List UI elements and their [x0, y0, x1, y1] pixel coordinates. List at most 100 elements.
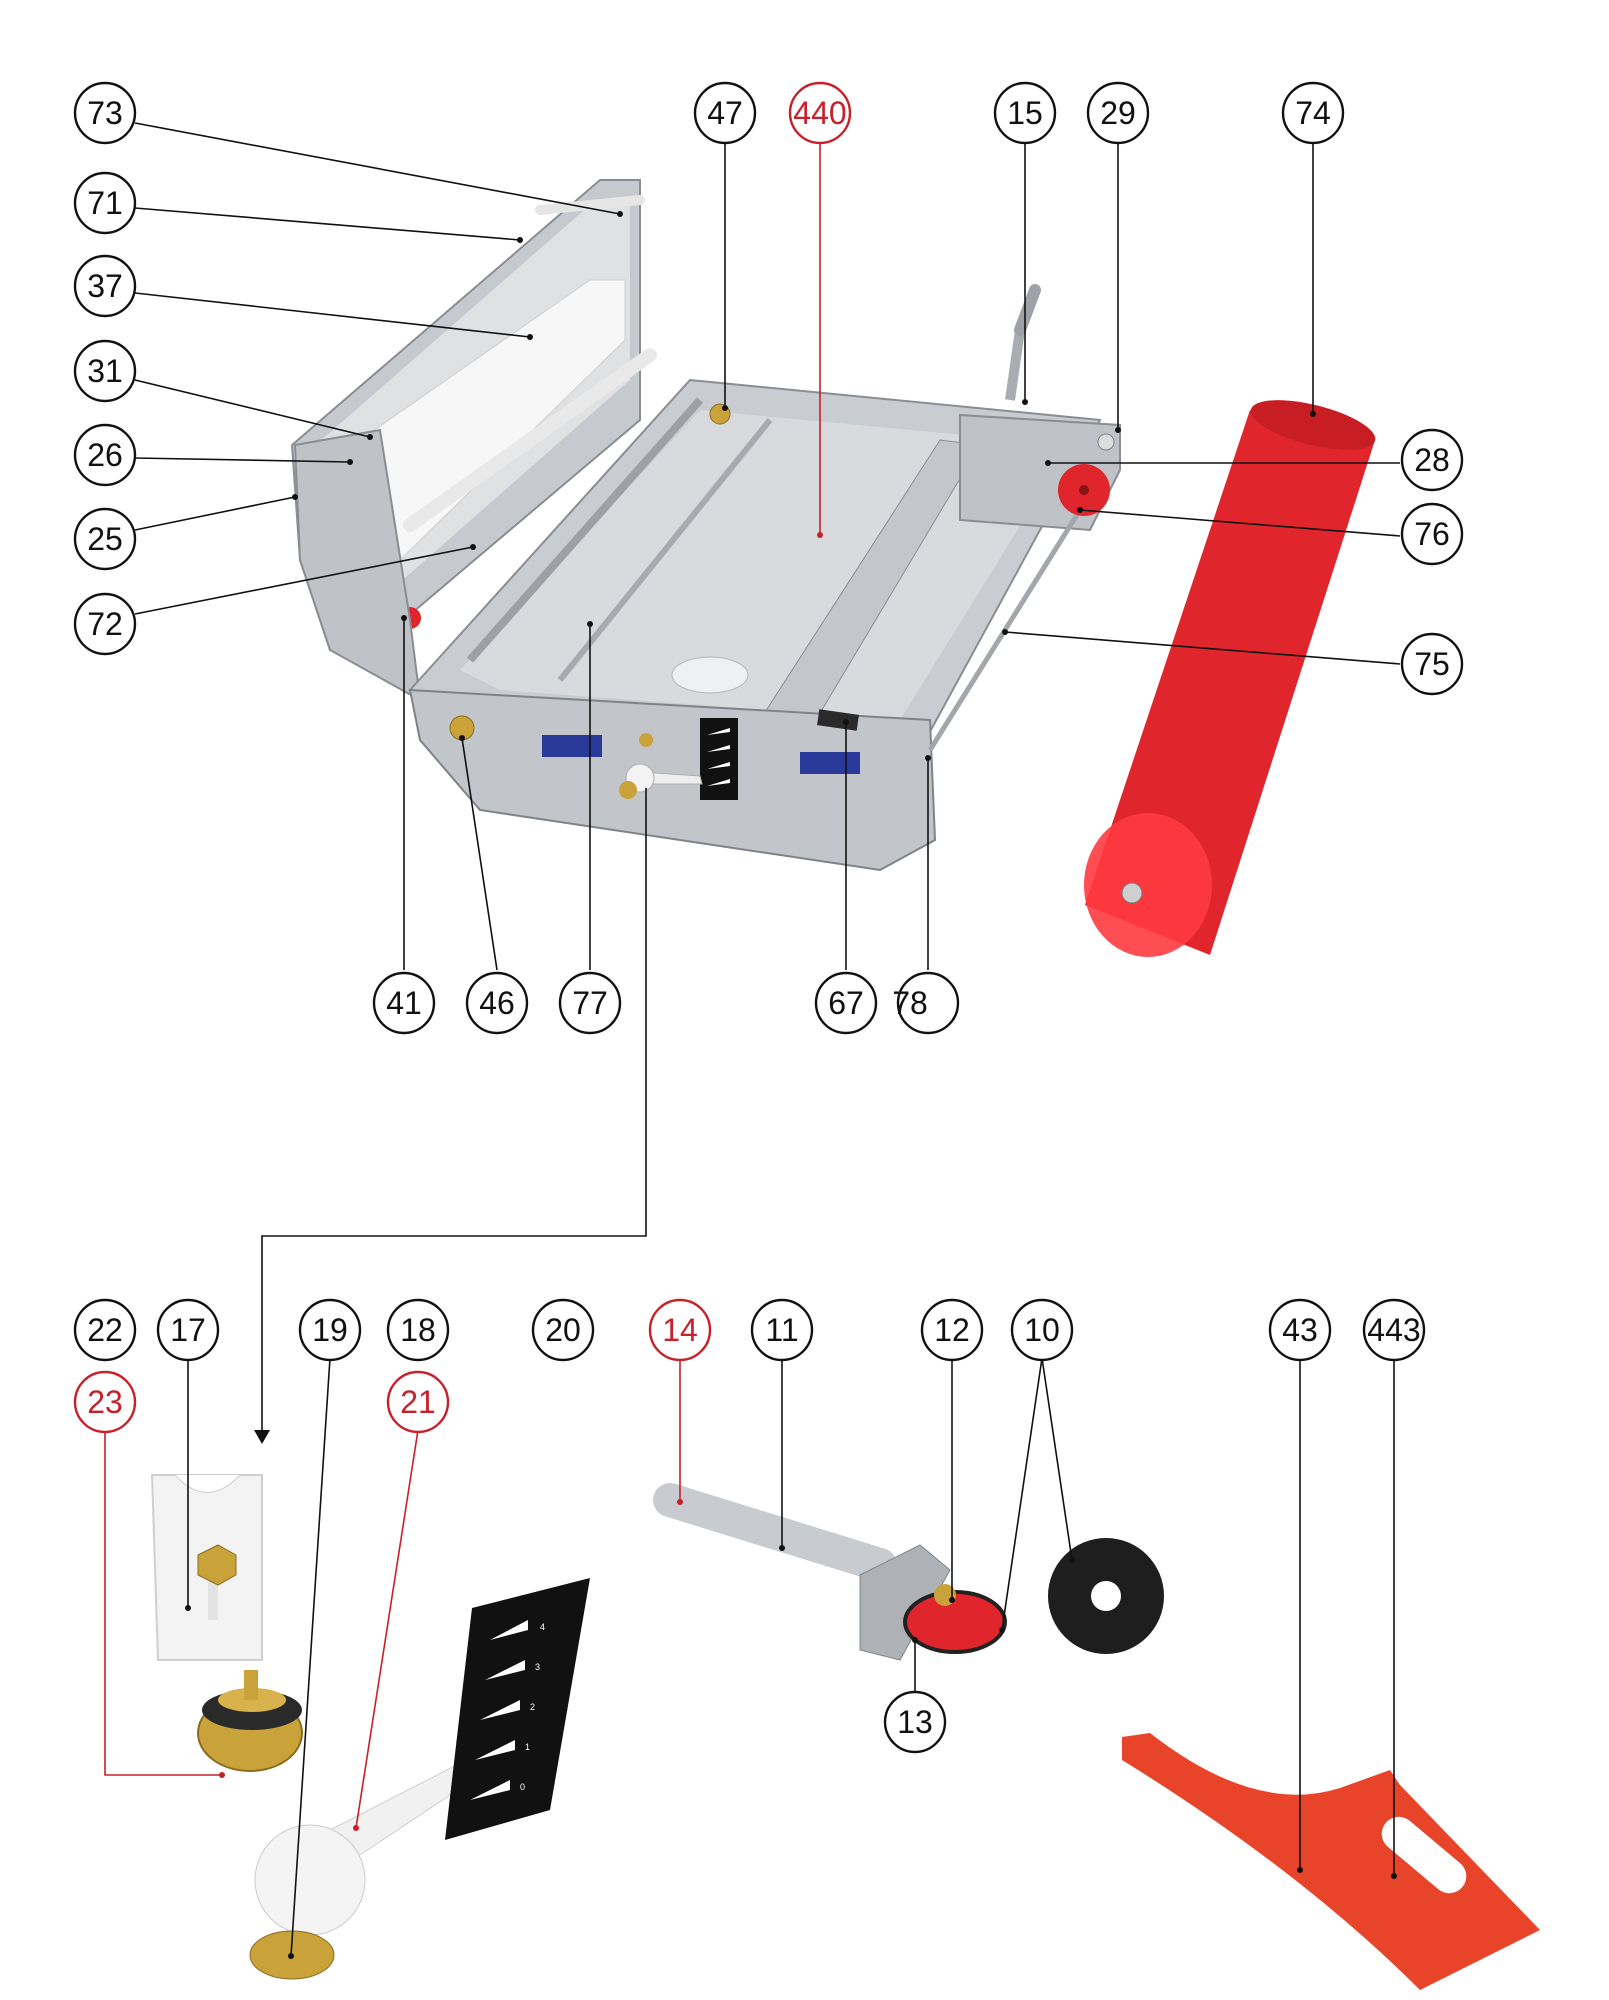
gauge-tick-3	[485, 1660, 525, 1680]
callout-13: 13	[883, 1690, 947, 1754]
leader-19	[290, 1357, 331, 1957]
leader-71	[134, 207, 521, 241]
leader-dot-443	[1391, 1873, 1397, 1879]
callout-443: 443	[1362, 1298, 1426, 1362]
orange-spatula-slot	[1381, 1816, 1467, 1894]
callout-43: 43	[1268, 1298, 1332, 1362]
gauge-tick-2	[480, 1700, 520, 1720]
callout-11: 11	[750, 1298, 814, 1362]
leader-dot-47	[722, 405, 728, 411]
tensioner-post	[1005, 329, 1025, 401]
callout-74: 74	[1281, 81, 1345, 145]
svg-text:20: 20	[545, 1312, 581, 1348]
front-label-left	[542, 735, 602, 757]
front-gauge-mark-2	[707, 745, 730, 752]
leader-dot-72	[470, 544, 476, 550]
callout-23: 23	[73, 1370, 137, 1434]
leader-dot-21	[353, 1825, 359, 1831]
tensioner-handle	[1014, 284, 1041, 336]
tape-dispenser-machine	[290, 179, 1121, 872]
leader-dot-67	[843, 719, 849, 725]
end-plate-pin	[1097, 433, 1115, 451]
callout-77: 77	[558, 971, 622, 1035]
leader-72	[134, 546, 474, 615]
svg-text:15: 15	[1007, 95, 1043, 131]
svg-text:11: 11	[765, 1312, 798, 1348]
callout-22: 22	[73, 1298, 137, 1362]
leader-dot-23	[219, 1772, 225, 1778]
front-brass-fitting	[639, 733, 653, 747]
front-gauge-mark-3	[707, 762, 730, 769]
svg-text:26: 26	[87, 437, 123, 473]
svg-text:17: 17	[170, 1312, 206, 1348]
callouts: 73 71 37 31 26 25 72 47 440 15 29 74 28 …	[73, 81, 1464, 1754]
svg-text:78: 78	[892, 985, 928, 1021]
callout-47: 47	[693, 81, 757, 145]
callout-46: 46	[465, 971, 529, 1035]
gauge-mark-3: 3	[535, 1662, 540, 1672]
leader-dot-26	[347, 459, 353, 465]
leader-dot-29	[1115, 427, 1121, 433]
front-brass-knob	[619, 781, 637, 799]
callout-440: 440	[788, 81, 852, 145]
svg-text:37: 37	[87, 268, 123, 304]
svg-text:77: 77	[572, 985, 608, 1021]
callout-25: 25	[73, 507, 137, 571]
svg-text:73: 73	[87, 95, 123, 131]
svg-text:25: 25	[87, 521, 123, 557]
callout-20: 20	[531, 1298, 595, 1362]
callout-29: 29	[1086, 81, 1150, 145]
svg-text:440: 440	[793, 95, 846, 131]
leader-dot-77	[587, 621, 593, 627]
leader-dot-15	[1022, 399, 1028, 405]
callout-17: 17	[156, 1298, 220, 1362]
lid-rod-top	[535, 195, 645, 215]
red-roller-top-cap	[1250, 400, 1376, 450]
tray-cup	[671, 656, 749, 694]
svg-text:23: 23	[87, 1384, 123, 1420]
leader-25	[134, 496, 296, 531]
leader-dot-43	[1297, 1867, 1303, 1873]
leader-23	[104, 1430, 222, 1776]
brass-fitting-part	[197, 1670, 303, 1772]
callout-78: 78	[892, 971, 960, 1035]
gauge-mark-4: 4	[540, 1622, 545, 1632]
leader-dot-76	[1077, 507, 1083, 513]
leader-10b	[1041, 1357, 1073, 1561]
callout-67: 67	[814, 971, 878, 1035]
leader-dot-46	[459, 735, 465, 741]
leader-dot-17	[185, 1605, 191, 1611]
leader-dot-74	[1310, 411, 1316, 417]
front-gauge	[700, 718, 738, 800]
svg-text:19: 19	[312, 1312, 348, 1348]
svg-text:71: 71	[87, 185, 123, 221]
leader-75	[1004, 631, 1401, 665]
leader-dot-25	[292, 494, 298, 500]
callout-71: 71	[73, 171, 137, 235]
tray-rail-right	[557, 418, 773, 682]
red-roller	[1084, 400, 1376, 957]
callout-41: 41	[372, 971, 436, 1035]
gauge-mark-2: 2	[530, 1702, 535, 1712]
callout-26: 26	[73, 423, 137, 487]
black-washer-hole	[1091, 1581, 1121, 1611]
callout-14: 14	[648, 1298, 712, 1362]
svg-text:13: 13	[897, 1704, 933, 1740]
svg-text:21: 21	[400, 1384, 436, 1420]
svg-text:29: 29	[1100, 95, 1136, 131]
svg-text:12: 12	[934, 1312, 970, 1348]
leader-dot-440	[817, 532, 823, 538]
callout-75: 75	[1400, 632, 1464, 696]
callout-37: 37	[73, 254, 137, 318]
tray-rail-left	[467, 397, 703, 663]
leader-dot-37	[527, 334, 533, 340]
svg-text:18: 18	[400, 1312, 436, 1348]
svg-text:43: 43	[1282, 1312, 1318, 1348]
cutter-red-disc	[903, 1590, 1007, 1654]
leader-26	[134, 457, 351, 463]
leader-10a	[1001, 1357, 1043, 1631]
leader-dot-75	[1002, 629, 1008, 635]
brass-fitting-stem	[244, 1670, 258, 1700]
svg-text:10: 10	[1024, 1312, 1060, 1348]
